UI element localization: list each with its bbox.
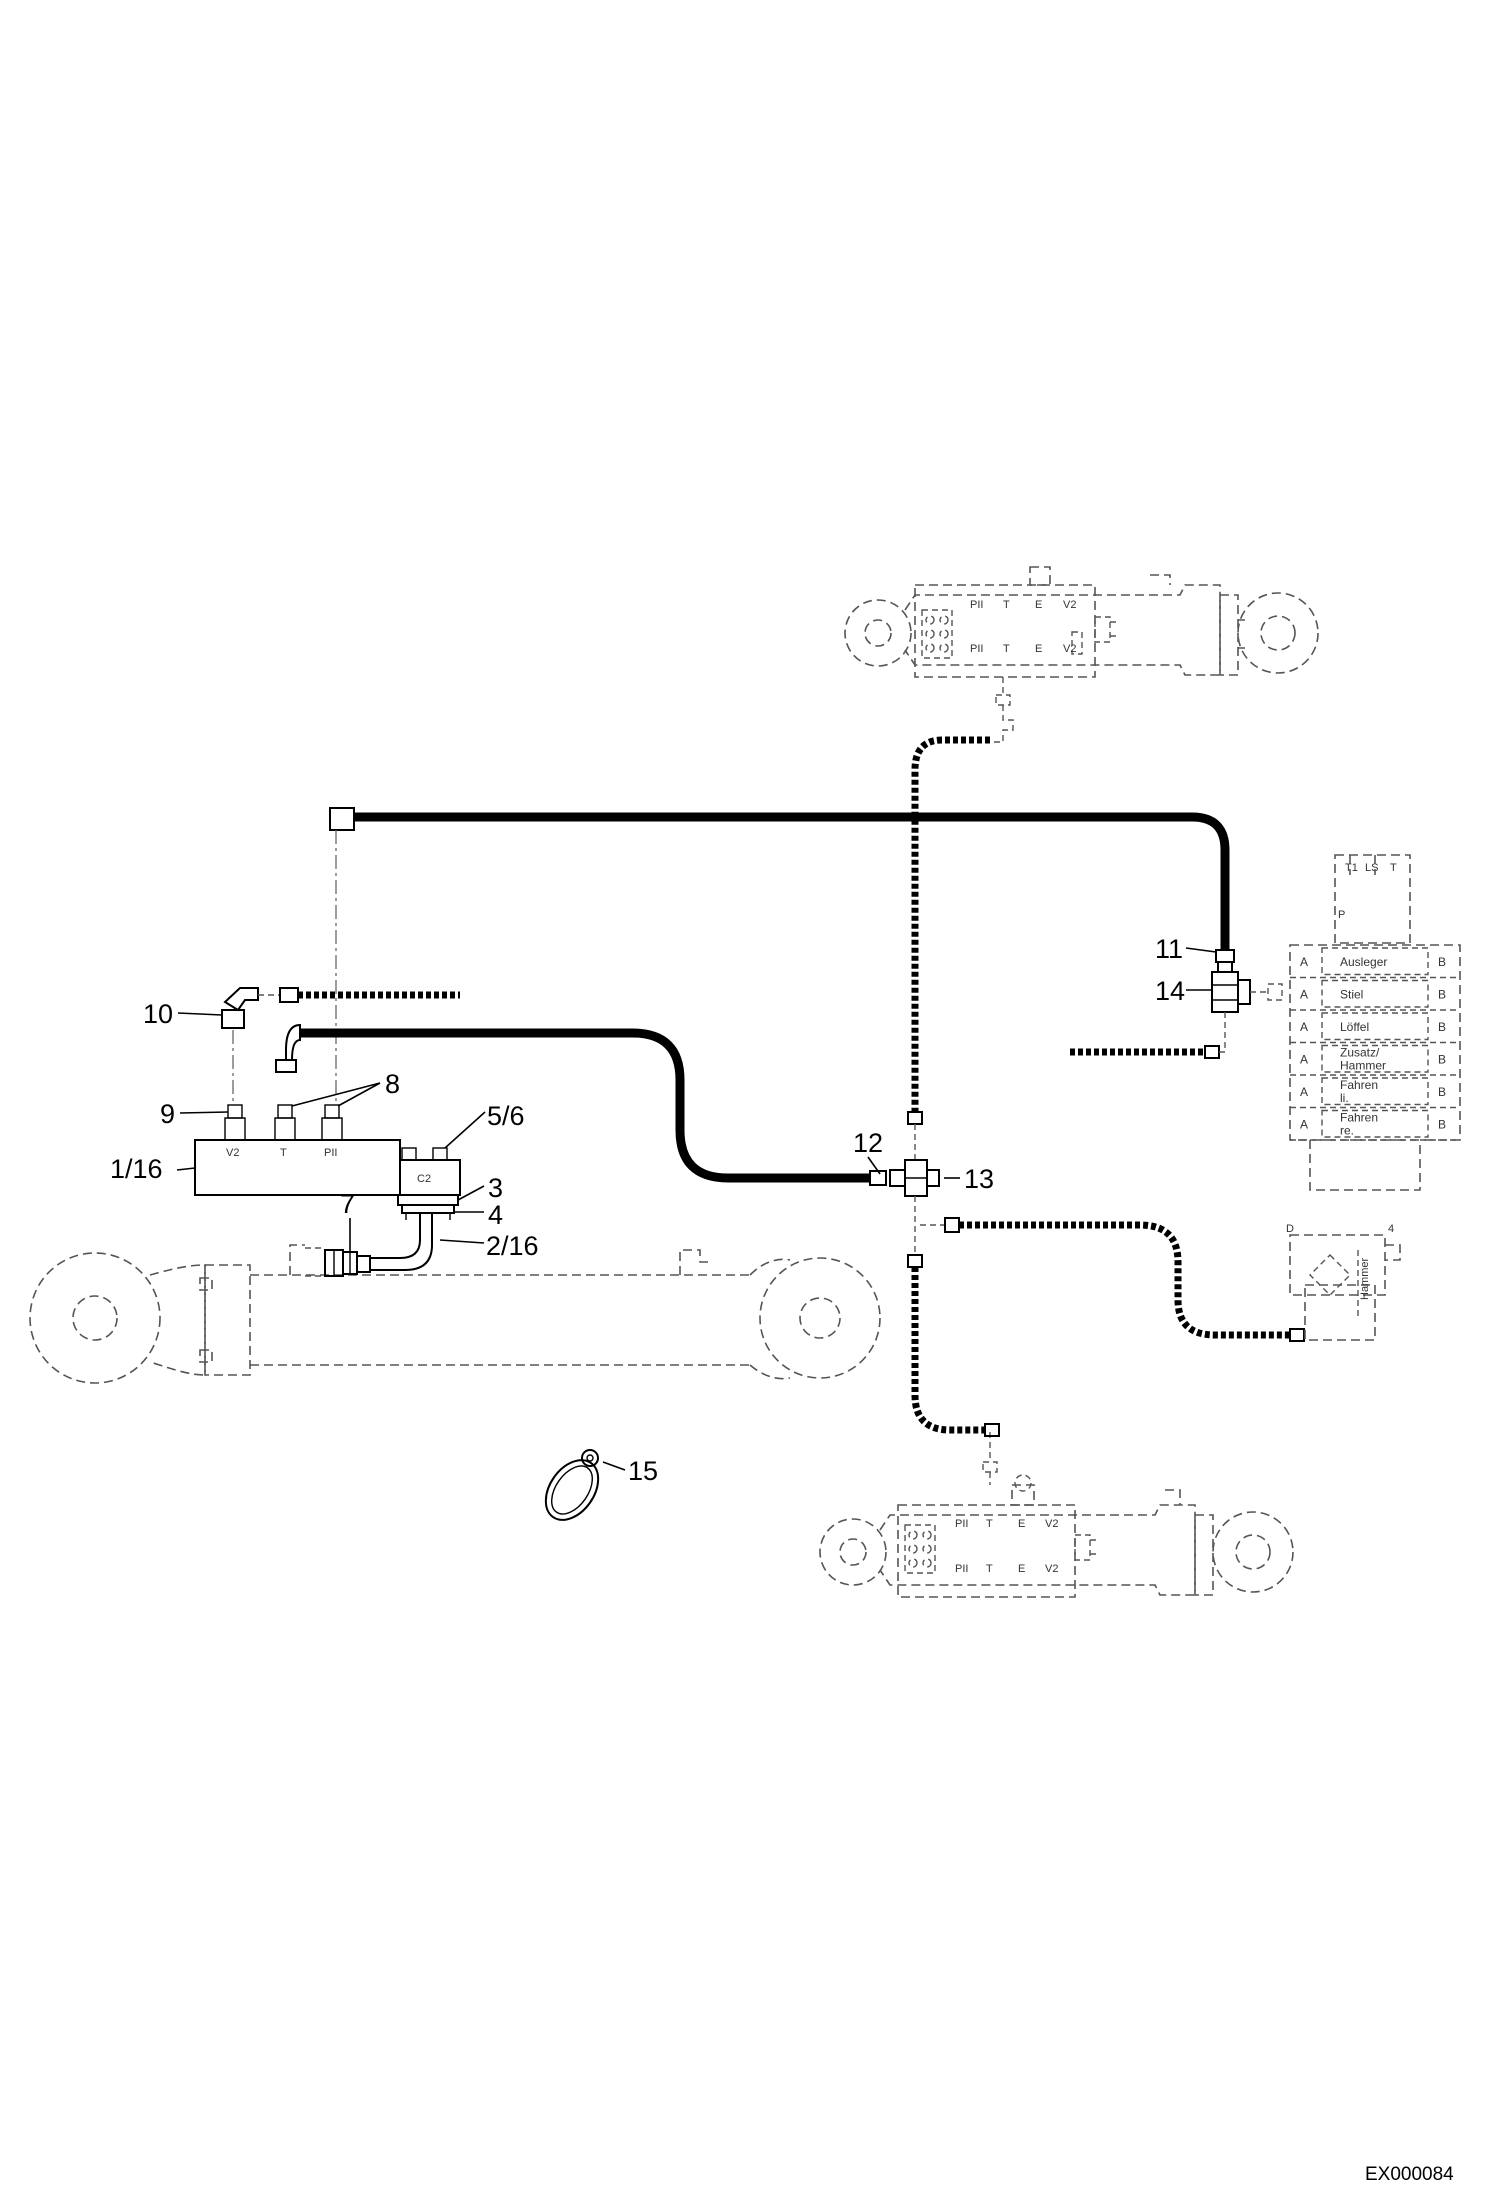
- valve-section-a: A: [1300, 955, 1308, 969]
- valve-section-b: B: [1438, 1085, 1446, 1099]
- control-valve: T1 LS T P: [1289, 854, 1461, 1191]
- hammer-valve: D 4 Hammer: [1286, 1223, 1401, 1341]
- bot-cyl-port-v2-2: V2: [1045, 1563, 1058, 1575]
- top-cyl-port-pii: PII: [970, 599, 983, 611]
- valve-section-3: A Zusatz/Hammer B: [1290, 1044, 1460, 1076]
- valve-section-b: B: [1438, 1053, 1446, 1067]
- hose-clamp: [544, 1449, 600, 1521]
- valve-section-b: B: [1438, 1118, 1446, 1132]
- top-cyl-port-pii-2: PII: [970, 643, 983, 655]
- callout-14: 14: [1155, 976, 1185, 1006]
- valve-section-a: A: [1300, 1053, 1308, 1067]
- distribution-block: V2 T PII C2: [194, 1104, 461, 1277]
- top-cylinder: PII T E V2 PII T E V2: [844, 566, 1319, 743]
- valve-section-2: A Löffel B: [1290, 1012, 1460, 1044]
- top-cyl-port-v2-2: V2: [1063, 643, 1076, 655]
- callout-10: 10: [143, 999, 173, 1029]
- valve-p: P: [1338, 909, 1345, 921]
- valve-section-label: Löffel: [1340, 1020, 1369, 1034]
- valve-top-ls: LS: [1365, 862, 1378, 874]
- valve-section-label: Fahren: [1340, 1111, 1378, 1125]
- callout-8: 8: [385, 1069, 400, 1099]
- bot-cyl-port-t-2: T: [986, 1563, 993, 1575]
- top-cyl-port-e: E: [1035, 599, 1042, 611]
- bot-cyl-port-e-2: E: [1018, 1563, 1025, 1575]
- bot-cyl-port-pii-2: PII: [955, 1563, 968, 1575]
- hammer-valve-d: D: [1286, 1223, 1294, 1235]
- callout-2-16: 2/16: [486, 1231, 539, 1261]
- callout-5-6: 5/6: [487, 1101, 525, 1131]
- bot-cyl-port-v2: V2: [1045, 1518, 1058, 1530]
- valve-section-b: B: [1438, 1020, 1446, 1034]
- top-cyl-port-e-2: E: [1035, 643, 1042, 655]
- callout-15: 15: [628, 1456, 658, 1486]
- hammer-valve-label: Hammer: [1359, 1257, 1371, 1300]
- block-port-pii: PII: [324, 1147, 337, 1159]
- callout-12: 12: [853, 1128, 883, 1158]
- block-port-c2: C2: [417, 1173, 431, 1185]
- hose-lower: [275, 1023, 887, 1186]
- dotted-hoses: [889, 736, 1305, 1437]
- callout-labels: 10 9 8 1/16 5/6 3 4 2/16 7 12 13 11 14 1…: [110, 934, 1185, 1486]
- fitting-10: [221, 987, 460, 1105]
- bot-cyl-port-t: T: [986, 1518, 993, 1530]
- valve-section-label-2: Hammer: [1340, 1059, 1386, 1073]
- top-cyl-port-t-2: T: [1003, 643, 1010, 655]
- valve-section-b: B: [1438, 988, 1446, 1002]
- valve-section-a: A: [1300, 1118, 1308, 1132]
- callout-4: 4: [488, 1200, 503, 1230]
- callout-9: 9: [160, 1099, 175, 1129]
- callout-3: 3: [488, 1173, 503, 1203]
- valve-section-label-2: li.: [1340, 1091, 1349, 1105]
- valve-section-label: Zusatz/: [1340, 1046, 1380, 1060]
- top-cyl-port-v2: V2: [1063, 599, 1076, 611]
- fitting-14: [1211, 961, 1283, 1040]
- leader-lines: [176, 947, 1217, 1471]
- hammer-valve-4: 4: [1388, 1223, 1394, 1235]
- block-port-t: T: [280, 1147, 287, 1159]
- valve-section-0: A Ausleger B: [1290, 947, 1460, 979]
- main-cylinder: [29, 1244, 881, 1384]
- valve-section-b: B: [1438, 955, 1446, 969]
- top-cyl-port-t: T: [1003, 599, 1010, 611]
- valve-section-1: A Stiel B: [1290, 979, 1460, 1011]
- valve-section-label-2: re.: [1340, 1124, 1354, 1138]
- valve-section-a: A: [1300, 1085, 1308, 1099]
- valve-section-label: Stiel: [1340, 988, 1363, 1002]
- callout-11: 11: [1155, 934, 1183, 964]
- bot-cyl-port-e: E: [1018, 1518, 1025, 1530]
- bottom-cylinder: PII T E V2 PII T E V2: [819, 1432, 1294, 1598]
- callout-13: 13: [964, 1164, 994, 1194]
- valve-section-a: A: [1300, 988, 1308, 1002]
- valve-top-t: T: [1390, 862, 1397, 874]
- valve-top-t1: T1: [1345, 862, 1358, 874]
- callout-7: 7: [340, 1189, 355, 1219]
- reference-code: EX000084: [1365, 2164, 1454, 2185]
- callout-1-16: 1/16: [110, 1154, 163, 1184]
- valve-section-label: Ausleger: [1340, 955, 1387, 969]
- valve-section-label: Fahren: [1340, 1078, 1378, 1092]
- block-port-v2: V2: [226, 1147, 239, 1159]
- hose-long-upper: [329, 807, 1235, 1105]
- valve-section-a: A: [1300, 1020, 1308, 1034]
- bot-cyl-port-pii: PII: [955, 1518, 968, 1530]
